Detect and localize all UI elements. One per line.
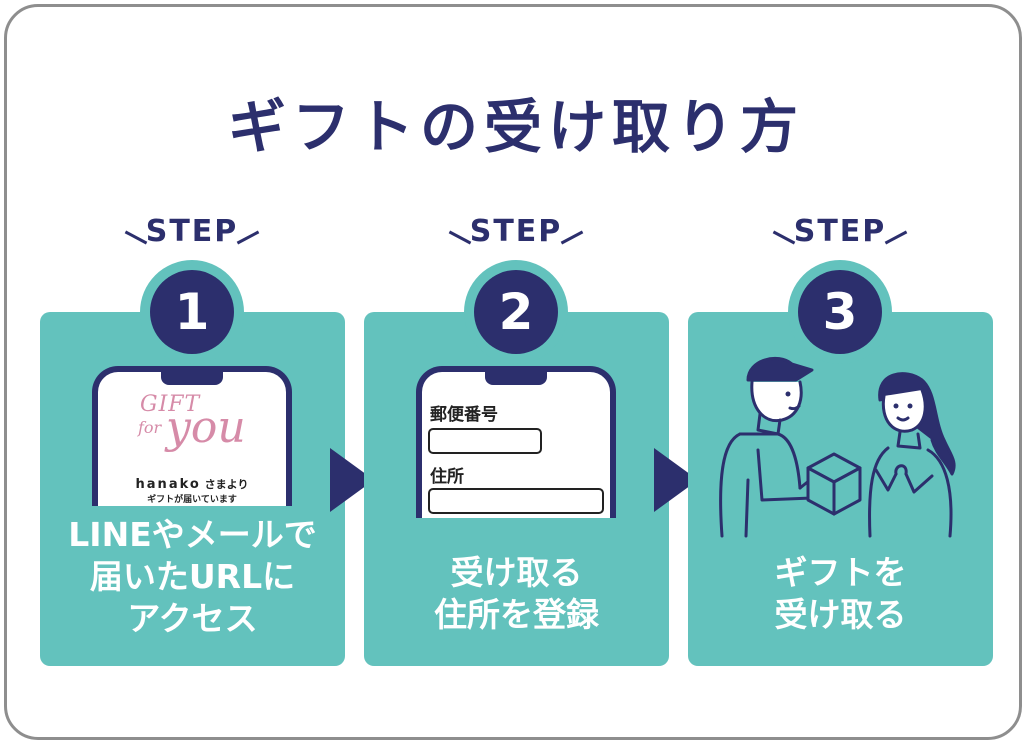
step-1-phone: GIFT for you hanako さまより ギフトが届いています	[92, 366, 292, 506]
step-1-caption-line-3: アクセス	[127, 599, 258, 638]
step-2-caption-line-1: 受け取る	[450, 553, 583, 592]
step-2-caption-line-2: 住所を登録	[434, 595, 599, 634]
step-1-label: STEP	[145, 214, 239, 249]
step-3-caption-line-2: 受け取る	[774, 595, 907, 634]
step-3-badge: 3	[798, 270, 882, 354]
delivery-illustration	[719, 356, 956, 538]
sender-suffix: さまより	[204, 478, 249, 491]
address-label: 住所	[430, 467, 464, 487]
step-2-badge: 2	[474, 270, 558, 354]
postal-code-field	[428, 428, 542, 454]
receiving-woman-icon	[868, 372, 956, 538]
step-1-caption-line-2: 届いたURLに	[89, 557, 296, 596]
step-1-caption-line-1: LINEやメールで	[68, 515, 317, 554]
address-field	[428, 488, 604, 514]
gift-message: ギフトが届いています	[147, 495, 237, 505]
gift-box-icon	[806, 452, 862, 516]
step-1-badge: 1	[150, 270, 234, 354]
step-2-phone: 郵便番号 住所	[416, 366, 616, 518]
step-3-caption-line-1: ギフトを	[774, 553, 907, 592]
phone-notch	[161, 371, 223, 385]
postal-code-label: 郵便番号	[430, 405, 498, 425]
step-3-label: STEP	[793, 214, 887, 249]
sender-name: hanako	[135, 477, 201, 492]
gift-text-line2: for	[138, 418, 162, 437]
step-2-label: STEP	[469, 214, 563, 249]
gift-text-line3: you	[166, 402, 246, 453]
gift-sender: hanako さまより	[98, 476, 286, 492]
phone-notch	[485, 371, 547, 385]
delivery-person-icon	[719, 356, 826, 538]
page-title: ギフトの受け取り方	[227, 93, 804, 161]
step-2-caption: 受け取る 住所を登録	[364, 552, 669, 636]
step-1-caption: LINEやメールで 届いたURLに アクセス	[40, 514, 345, 640]
gift-text-line1: GIFT	[140, 392, 201, 417]
step-3-caption: ギフトを 受け取る	[688, 552, 993, 636]
